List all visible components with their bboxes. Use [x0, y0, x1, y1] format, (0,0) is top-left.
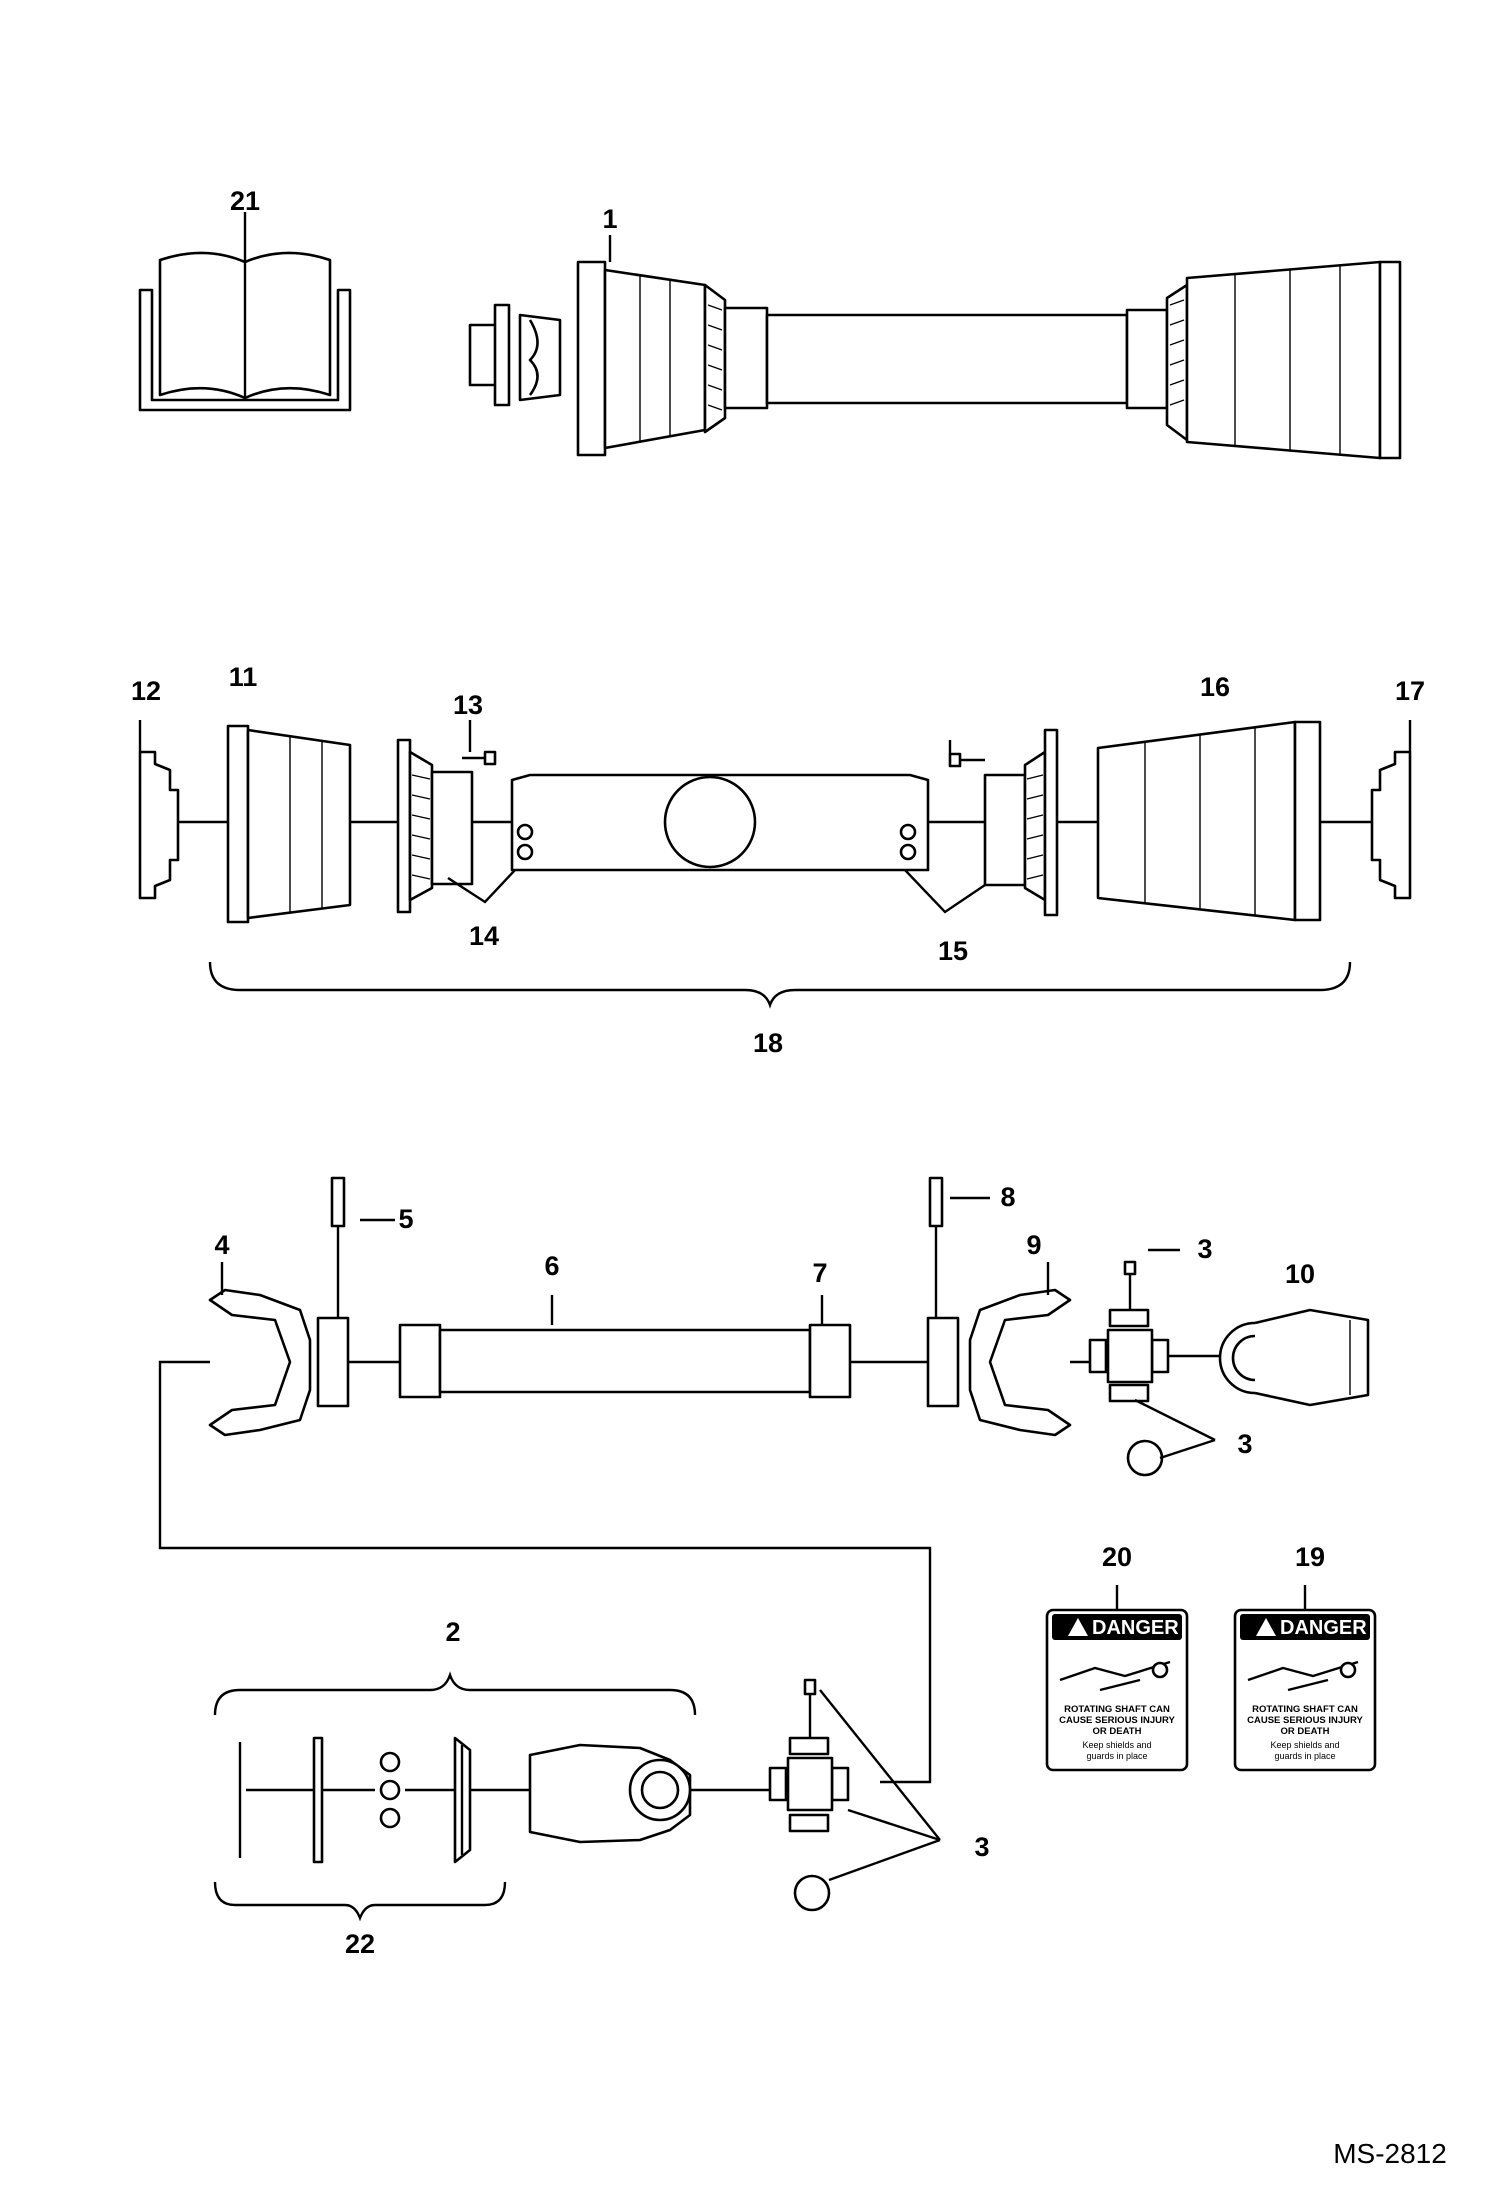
callout-12: 12	[131, 676, 161, 706]
lower-connectors	[213, 1671, 941, 1922]
yoke-left	[208, 1288, 350, 1437]
callout-15: 15	[938, 936, 968, 966]
svg-text:Keep shields and: Keep shields and	[1082, 1740, 1151, 1750]
decal-leaders	[243, 212, 1307, 1610]
section2-connectors	[138, 720, 1412, 1009]
shield-screw-right	[948, 752, 985, 768]
decal-header: DANGER	[1092, 1617, 1179, 1639]
yoke-tube-right	[1218, 1308, 1370, 1407]
shield-tube	[510, 773, 930, 872]
callout-6: 6	[544, 1251, 559, 1281]
svg-text:CAUSE SERIOUS INJURY: CAUSE SERIOUS INJURY	[1247, 1715, 1363, 1726]
yoke-tube-lower	[528, 1743, 692, 1844]
callout-3b: 3	[1237, 1429, 1252, 1459]
drive-shaft-assembly	[468, 260, 1402, 460]
operator-manual-book	[138, 251, 352, 412]
callout-labels: 21 1 12 11 13 16 17 14 15 18 5 8 4 6 7 9…	[131, 186, 1447, 2169]
shield-guard-left	[396, 738, 474, 914]
shield-guard-right	[983, 728, 1059, 917]
callout-5: 5	[398, 1204, 413, 1234]
callout-20: 20	[1102, 1542, 1132, 1572]
callout-11: 11	[229, 662, 258, 692]
svg-text:OR DEATH: OR DEATH	[1281, 1726, 1330, 1737]
callout-3c: 3	[974, 1832, 989, 1862]
shield-bearing-left	[138, 750, 180, 900]
shield-screw-left	[462, 750, 497, 766]
shield-cone-left	[226, 724, 352, 924]
roll-pin-left	[330, 1176, 346, 1318]
callout-9: 9	[1026, 1230, 1041, 1260]
section3-connectors	[158, 1196, 1220, 1784]
svg-text:ROTATING SHAFT CAN: ROTATING SHAFT CAN	[1252, 1704, 1358, 1715]
roll-pin-right	[928, 1176, 944, 1318]
callout-16: 16	[1200, 672, 1230, 702]
svg-text:guards in place: guards in place	[1274, 1751, 1335, 1761]
drawing-code: MS-2812	[1333, 2138, 1447, 2169]
callout-4: 4	[214, 1230, 229, 1260]
decal-header: DANGER	[1280, 1617, 1367, 1639]
shield-bearing-right	[1370, 750, 1412, 900]
callout-3a: 3	[1197, 1234, 1212, 1264]
callout-22: 22	[345, 1929, 375, 1959]
callout-2: 2	[445, 1617, 460, 1647]
bearing-ring-kit	[238, 1736, 472, 1864]
svg-text:CAUSE SERIOUS INJURY: CAUSE SERIOUS INJURY	[1059, 1715, 1175, 1726]
callout-8: 8	[1000, 1182, 1015, 1212]
danger-decal-left: DANGER ROTATING SHAFT CAN CAUSE SERIOUS …	[1045, 1608, 1189, 1772]
cross-bearing-kit-right	[1088, 1260, 1170, 1477]
svg-text:guards in place: guards in place	[1086, 1751, 1147, 1761]
cross-bearing-kit-lower	[768, 1678, 850, 1912]
danger-decal-right: DANGER ROTATING SHAFT CAN CAUSE SERIOUS …	[1233, 1608, 1377, 1772]
callout-19: 19	[1295, 1542, 1325, 1572]
callout-18: 18	[753, 1028, 783, 1058]
callout-21: 21	[230, 186, 260, 216]
callout-7: 7	[812, 1258, 827, 1288]
callout-13: 13	[453, 690, 483, 720]
yoke-right	[926, 1288, 1072, 1437]
svg-text:Keep shields and: Keep shields and	[1270, 1740, 1339, 1750]
shield-cone-right	[1096, 720, 1322, 922]
callout-17: 17	[1395, 676, 1425, 706]
callout-10: 10	[1285, 1259, 1315, 1289]
callout-14: 14	[469, 921, 499, 951]
inner-tube	[398, 1323, 852, 1399]
callout-1: 1	[602, 204, 617, 234]
svg-text:ROTATING SHAFT CAN: ROTATING SHAFT CAN	[1064, 1704, 1170, 1715]
svg-text:OR DEATH: OR DEATH	[1093, 1726, 1142, 1737]
